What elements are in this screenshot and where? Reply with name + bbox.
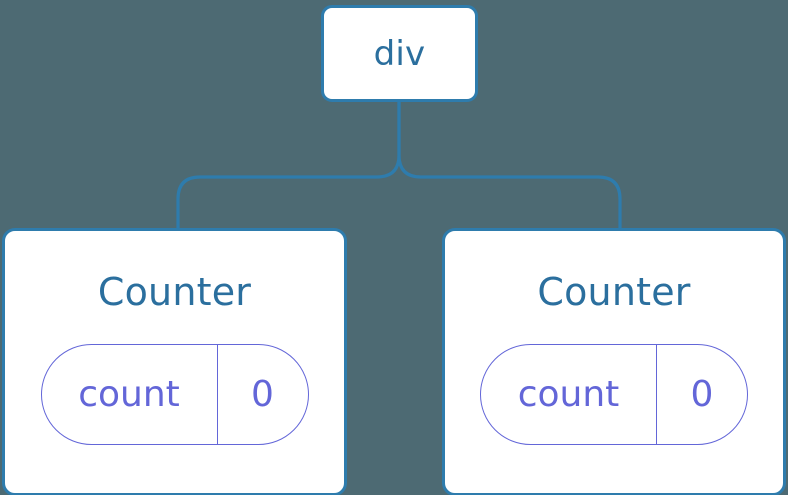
connector-root-to-left-child [176,100,401,232]
state-value-cell-right: 0 [657,345,747,444]
state-value-cell-left: 0 [218,345,308,444]
node-counter-right-label: Counter [537,270,691,314]
connector-root-to-right-child [397,100,622,232]
node-counter-right[interactable]: Counter count 0 [442,228,786,495]
state-key-left: count [78,373,180,415]
node-counter-left-label: Counter [97,270,252,314]
node-counter-left[interactable]: Counter count 0 [2,228,347,495]
state-pill-right[interactable]: count 0 [480,344,748,445]
node-div-label: div [373,33,426,74]
state-key-cell-right: count [481,345,657,444]
state-value-left: 0 [251,373,274,415]
state-pill-left[interactable]: count 0 [40,344,309,445]
state-key-right: count [517,373,620,415]
node-div[interactable]: div [321,5,478,102]
state-key-cell-left: count [42,345,218,444]
state-value-right: 0 [690,373,714,415]
